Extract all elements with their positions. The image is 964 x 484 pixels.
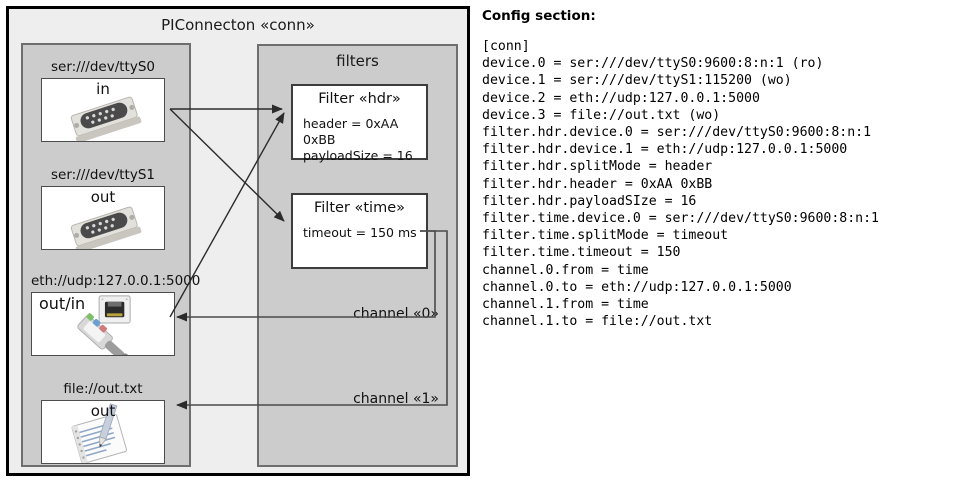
config-line: filter.time.splitMode = timeout xyxy=(482,228,729,244)
config-line: filter.time.timeout = 150 xyxy=(482,245,681,261)
config-line: channel.0.to = eth://udp:127.0.0.1:5000 xyxy=(482,279,792,295)
config-heading: Config section: xyxy=(482,8,596,24)
config-line: channel.1.from = time xyxy=(482,297,649,313)
config-line: channel.0.from = time xyxy=(482,262,649,278)
config-line: [conn] xyxy=(482,39,530,54)
filters-panel-title: filters xyxy=(336,52,379,70)
device-box: out xyxy=(41,186,165,250)
config-line: filter.hdr.header = 0xAA 0xBB xyxy=(482,176,713,192)
config-lines: [conn] device.0 = ser:///dev/ttyS0:9600:8… xyxy=(482,38,960,330)
channel-0-label: channel «0» xyxy=(353,306,439,322)
filter-title: Filter «hdr» xyxy=(318,91,401,107)
config-line: filter.hdr.splitMode = header xyxy=(482,159,713,175)
device-direction: out xyxy=(90,188,116,206)
device-box: out/in xyxy=(31,292,175,356)
device-label: ser:///dev/ttyS0 xyxy=(51,59,155,75)
diagram-title: PIConnecton «conn» xyxy=(161,16,315,34)
text-file-icon xyxy=(71,403,127,463)
config-line: filter.hdr.device.0 = ser:///dev/ttyS0:9… xyxy=(482,125,872,141)
device-label: eth://udp:127.0.0.1:5000 xyxy=(31,273,201,289)
config-line: filter.hdr.device.1 = eth://udp:127.0.0.… xyxy=(482,142,848,158)
filter-hdr[interactable]: Filter «hdr» header = 0xAA 0xBB payloadS… xyxy=(291,84,428,163)
filter-properties: timeout = 150 ms xyxy=(303,225,417,241)
ethernet-plug-icon xyxy=(77,295,134,355)
device-ser-ttyS0[interactable]: ser:///dev/ttyS0 in xyxy=(41,59,165,142)
config-section: Config section: [conn] device.0 = ser:///… xyxy=(482,8,960,330)
serial-port-icon xyxy=(70,96,142,141)
serial-port-icon xyxy=(70,206,142,249)
config-line: device.3 = file://out.txt (wo) xyxy=(482,107,721,123)
filter-title: Filter «time» xyxy=(313,200,406,216)
device-direction: out/in xyxy=(39,294,86,313)
device-direction: out xyxy=(90,402,116,420)
device-box: in xyxy=(41,78,165,142)
device-label: ser:///dev/ttyS1 xyxy=(51,167,155,183)
filter-time[interactable]: Filter «time» timeout = 150 ms xyxy=(291,193,428,269)
device-file-out[interactable]: file://out.txt out xyxy=(41,381,165,464)
filter-properties: header = 0xAA 0xBB payloadSize = 16 xyxy=(303,116,426,164)
config-line: filter.hdr.payloadSIze = 16 xyxy=(482,193,697,209)
device-box: out xyxy=(41,400,165,464)
filter-property: timeout = 150 ms xyxy=(303,225,417,240)
filters-panel: filters Filter «hdr» header = 0xAA 0xBB … xyxy=(257,44,458,467)
device-label: file://out.txt xyxy=(63,381,143,397)
config-line: device.2 = eth://udp:127.0.0.1:5000 xyxy=(482,90,760,106)
config-line: channel.1.to = file://out.txt xyxy=(482,314,713,330)
config-line: filter.time.device.0 = ser:///dev/ttyS0:… xyxy=(482,211,879,227)
filter-property: payloadSize = 16 xyxy=(303,148,413,163)
device-eth-udp[interactable]: eth://udp:127.0.0.1:5000 out/in xyxy=(31,273,201,356)
config-line: device.0 = ser:///dev/ttyS0:9600:8:n:1 (… xyxy=(482,56,824,72)
device-direction: in xyxy=(96,80,110,98)
channel-1-label: channel «1» xyxy=(353,391,439,407)
devices-panel: ser:///dev/ttyS0 in xyxy=(21,43,201,467)
config-line: device.1 = ser:///dev/ttyS1:115200 (wo) xyxy=(482,73,792,89)
diagram-container: PIConnecton «conn» ser:///dev/ttyS0 in xyxy=(6,6,470,476)
device-ser-ttyS1[interactable]: ser:///dev/ttyS1 out xyxy=(41,167,165,250)
filter-property: header = 0xAA 0xBB xyxy=(303,116,399,147)
